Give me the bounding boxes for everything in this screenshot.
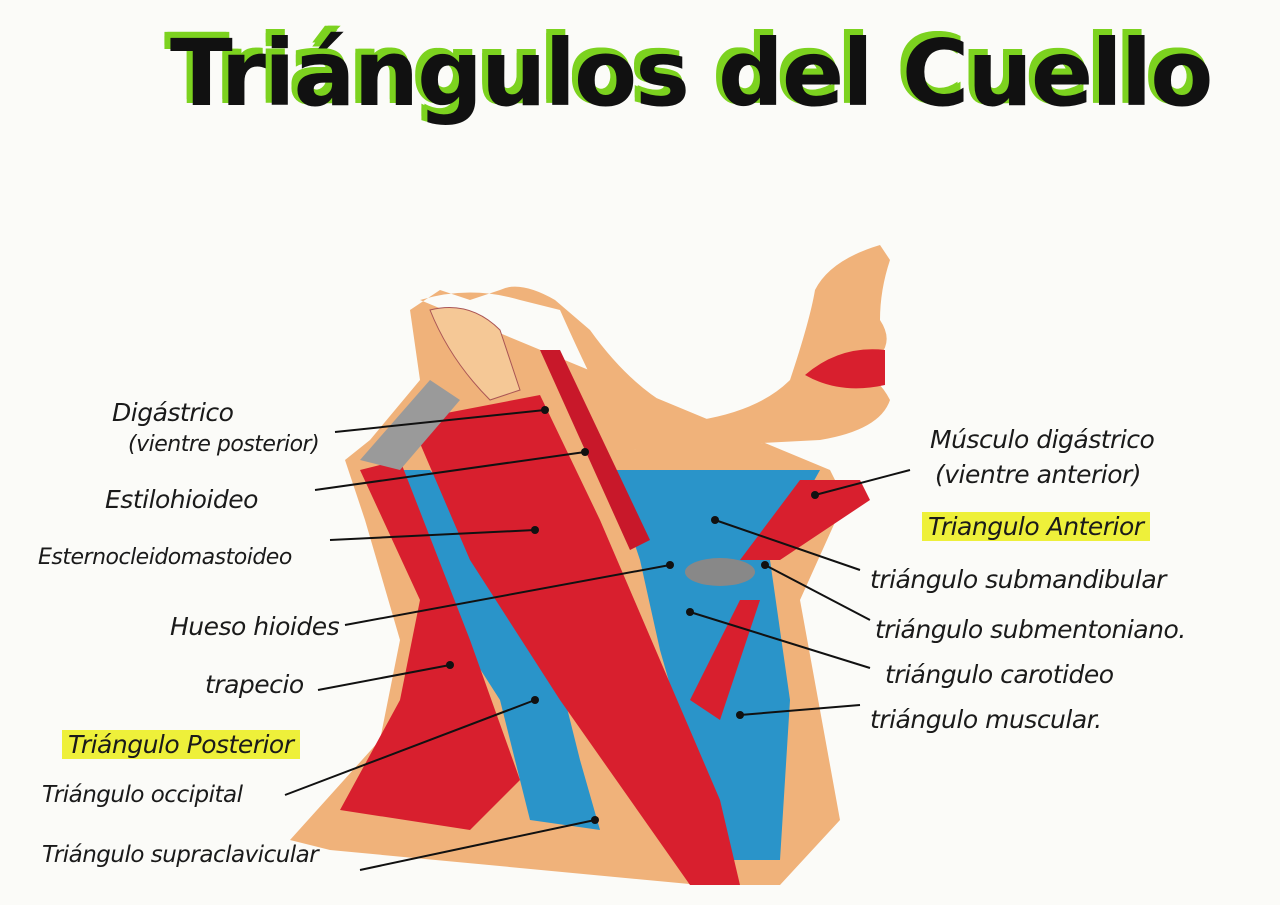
title: Triángulos del Cuello bbox=[170, 20, 1214, 127]
label-trapecio: trapecio bbox=[205, 670, 304, 699]
label-vientre-posterior: (vientre posterior) bbox=[128, 432, 320, 457]
label-triangulo-carotideo: triángulo carotideo bbox=[885, 660, 1114, 689]
omohyoid-muscle bbox=[690, 600, 760, 720]
label-triangulo-anterior: Triangulo Anterior bbox=[922, 512, 1150, 541]
label-vientre-anterior: (vientre anterior) bbox=[935, 460, 1142, 489]
trapezius-muscle bbox=[340, 460, 520, 830]
label-esternocleidomastoideo: Esternocleidomastoideo bbox=[38, 545, 292, 570]
leader-dots bbox=[446, 406, 819, 824]
leader-lines bbox=[284, 409, 911, 871]
label-triangulo-muscular: triángulo muscular. bbox=[870, 705, 1102, 734]
digastric-posterior-belly bbox=[540, 350, 650, 550]
lips bbox=[805, 349, 885, 389]
label-estilohioideo: Estilohioideo bbox=[105, 485, 258, 514]
label-triangulo-submentoniano: triángulo submentoniano. bbox=[875, 615, 1186, 644]
label-triangulo-submandibular: triángulo submandibular bbox=[870, 565, 1166, 594]
label-triangulo-posterior: Triángulo Posterior bbox=[62, 730, 300, 759]
ear bbox=[429, 307, 521, 401]
label-triangulo-supraclavicular: Triángulo supraclavicular bbox=[42, 842, 319, 868]
label-digastrico-posterior: Digástrico bbox=[112, 398, 234, 427]
label-digastrico-anterior: Músculo digástrico bbox=[930, 425, 1155, 454]
label-hueso-hioides: Hueso hioides bbox=[170, 612, 340, 641]
label-triangulo-occipital: Triángulo occipital bbox=[42, 782, 243, 808]
sternocleidomastoid-muscle bbox=[410, 395, 740, 885]
hyoid-bone bbox=[685, 558, 755, 586]
